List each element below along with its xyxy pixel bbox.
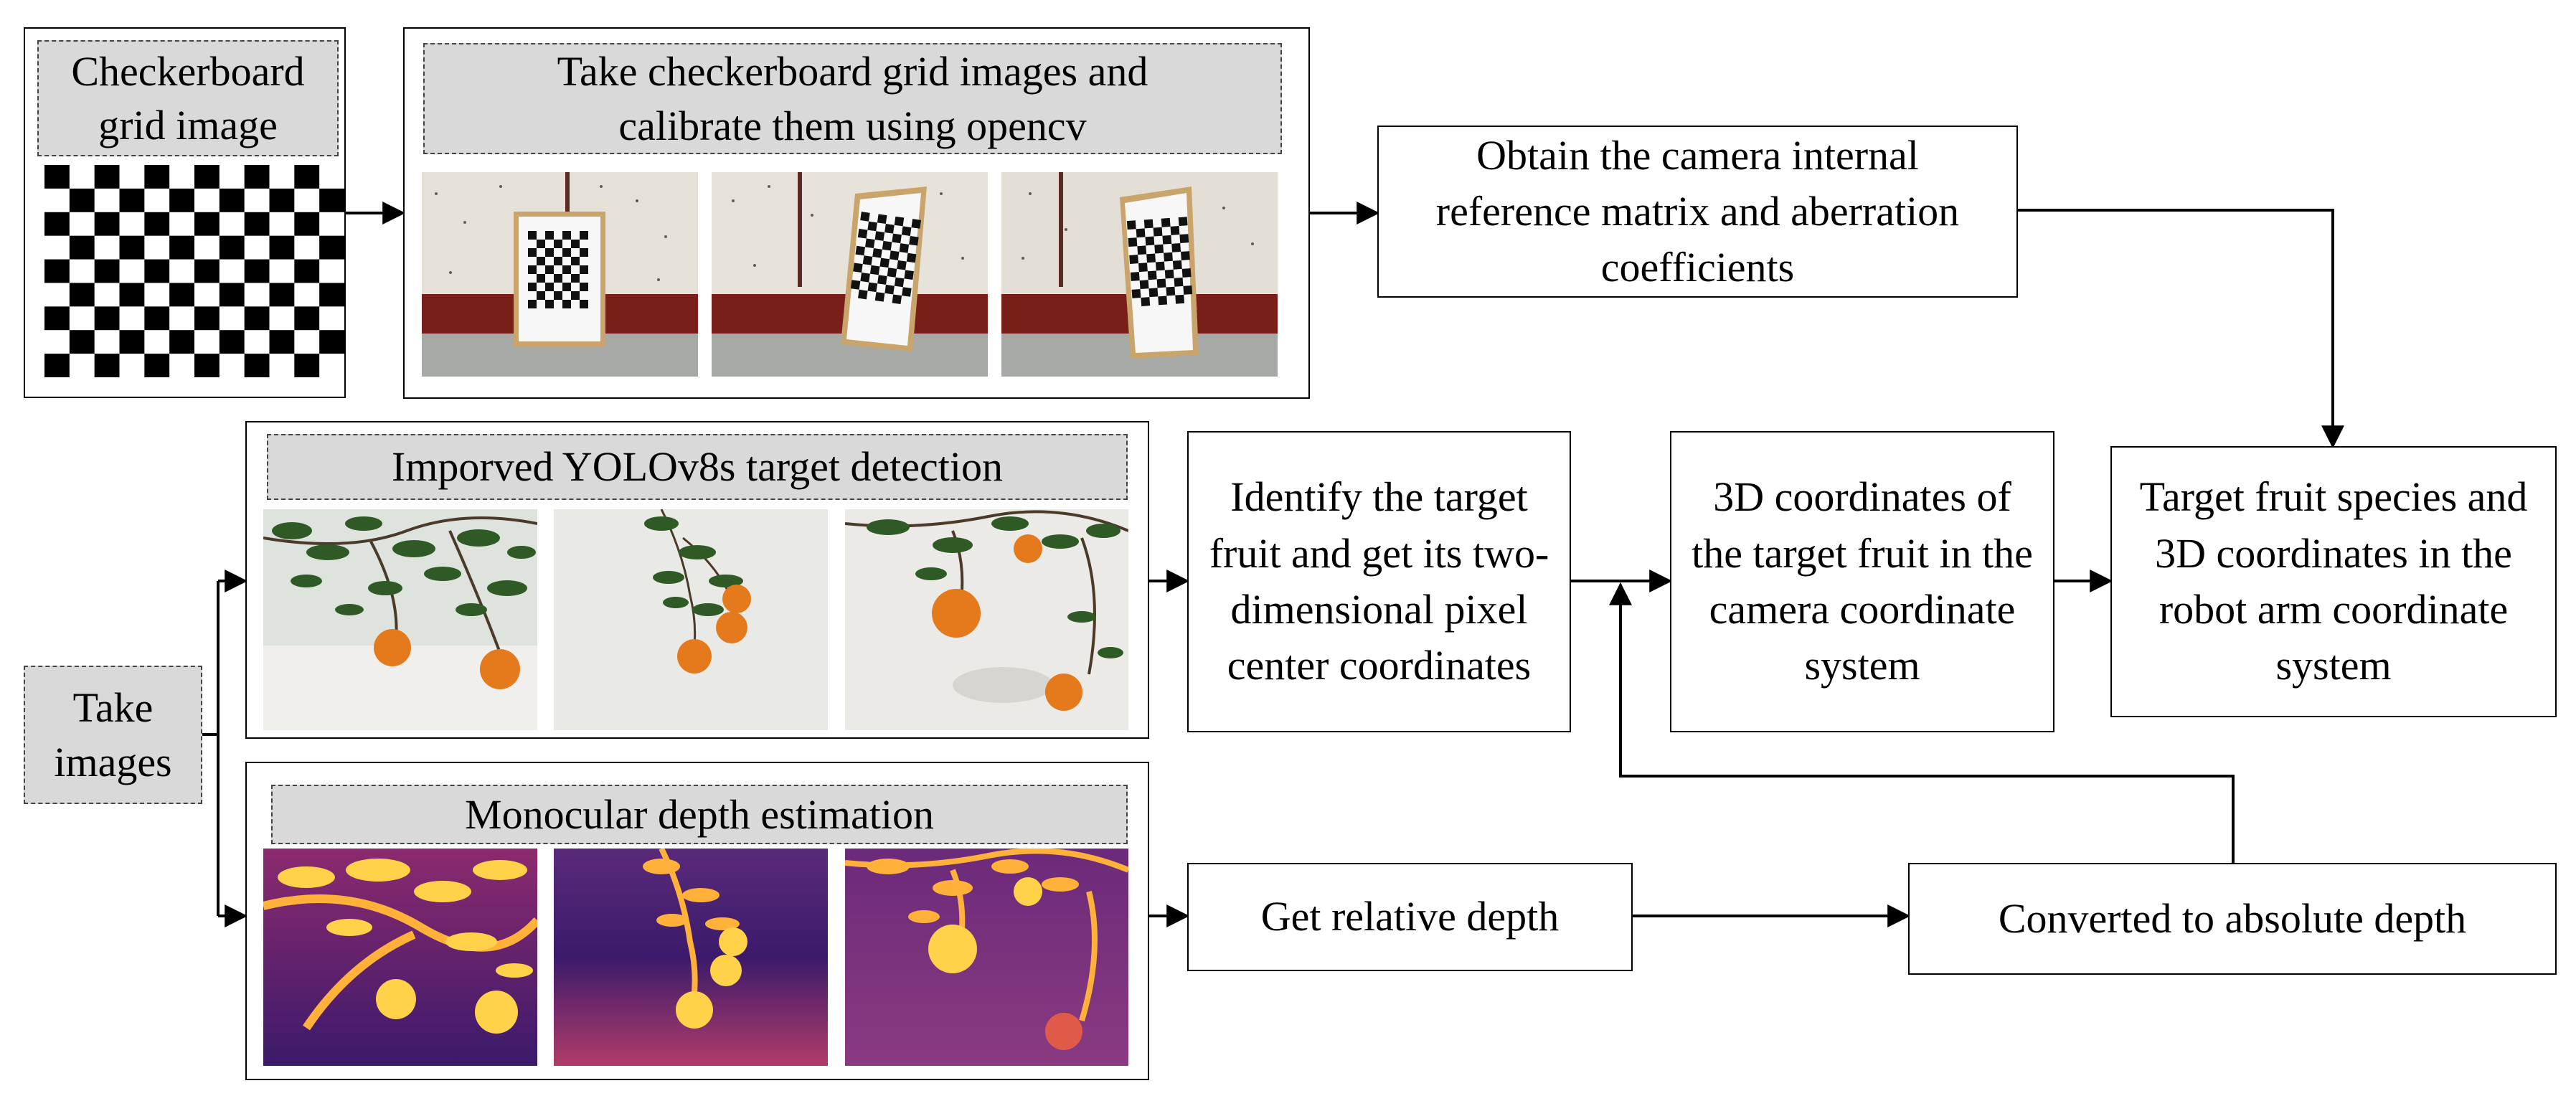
relative-depth-text: Get relative depth [1260, 893, 1560, 940]
depth-heatmap-icon [554, 849, 828, 1066]
take-images-label: Take images [24, 666, 202, 804]
result-box: Target fruit species and 3D coordinates … [2110, 446, 2557, 717]
arrow-absolute-up-to-camera [1609, 582, 2235, 863]
camera-params-text: Obtain the camera internal reference mat… [1435, 131, 1960, 291]
calibration-photo-icon [422, 172, 698, 377]
identify-fruit-box: Identify the target fruit and get its tw… [1187, 431, 1571, 732]
depth-label: Monocular depth estimation [271, 785, 1128, 844]
absolute-depth-box: Converted to absolute depth [1908, 863, 2557, 975]
result-text: Target fruit species and 3D coordinates … [2139, 473, 2528, 689]
calibration-photo-icon [712, 172, 988, 377]
orange-tree-photo-icon [554, 509, 828, 730]
calibration-label: Take checkerboard grid images and calibr… [423, 43, 1282, 154]
take-images-text: Take images [54, 684, 172, 785]
detection-label-text: Imporved YOLOv8s target detection [391, 443, 1004, 491]
calibration-label-text: Take checkerboard grid images and calibr… [557, 48, 1148, 149]
orange-tree-photo-icon [263, 509, 537, 730]
depth-heatmap-icon [263, 849, 537, 1066]
checkerboard-label: Checkerboard grid image [37, 40, 339, 156]
camera-params-box: Obtain the camera internal reference mat… [1377, 126, 2018, 298]
branch-take-images [202, 580, 245, 917]
identify-fruit-text: Identify the target fruit and get its tw… [1209, 473, 1549, 689]
depth-label-text: Monocular depth estimation [465, 790, 934, 838]
checkerboard-label-text: Checkerboard grid image [71, 47, 305, 148]
arrow-params-to-result [2018, 209, 2344, 449]
orange-tree-photo-icon [845, 509, 1128, 730]
depth-heatmap-icon [845, 849, 1128, 1066]
camera-coords-box: 3D coordinates of the target fruit in th… [1670, 431, 2054, 732]
calibration-photo-icon [1001, 172, 1278, 377]
checkerboard-icon [44, 165, 344, 377]
absolute-depth-text: Converted to absolute depth [1998, 894, 2467, 942]
camera-coords-text: 3D coordinates of the target fruit in th… [1692, 473, 2033, 689]
detection-label: Imporved YOLOv8s target detection [267, 434, 1128, 500]
relative-depth-box: Get relative depth [1187, 863, 1633, 971]
